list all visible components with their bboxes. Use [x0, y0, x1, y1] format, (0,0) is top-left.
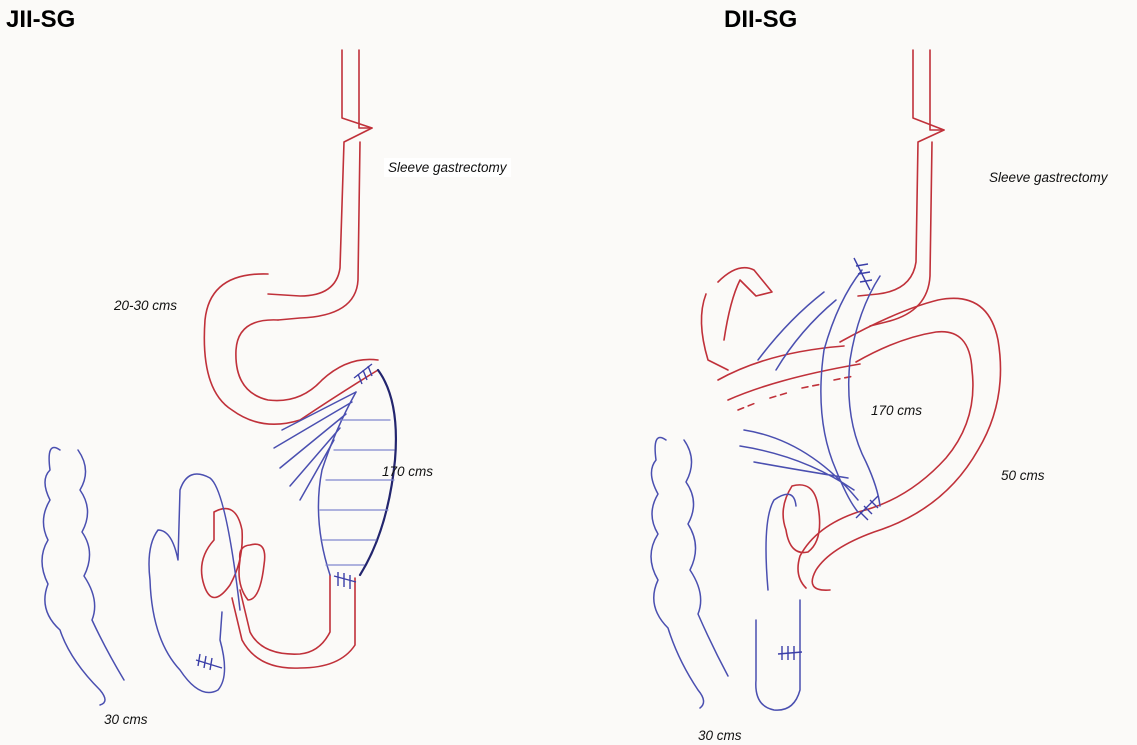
jii-duodenal-loop-inner	[236, 320, 378, 401]
jii-staple-line-common	[196, 654, 222, 670]
jii-staple-line-lower	[334, 572, 356, 589]
jii-jejunal-loops	[149, 474, 240, 693]
panel-title-dii-sg: DII-SG	[724, 6, 797, 34]
label-alimentary-limb-length: 50 cms	[1001, 468, 1045, 483]
dii-mesentery-fan	[740, 430, 858, 500]
dii-crossing-limb	[718, 346, 860, 400]
dii-bp-limb-outer	[821, 270, 862, 512]
dii-sg-drawing	[568, 0, 1136, 745]
dii-crossing-dashed	[738, 376, 854, 410]
jii-anastomosis-bulge	[239, 544, 265, 600]
jii-lower-limb-outer	[240, 575, 330, 654]
dii-staple-line-upper	[854, 258, 872, 290]
dii-staple-line-common	[778, 646, 802, 660]
dii-colon-inner	[684, 440, 728, 676]
jii-colon-outline	[42, 448, 105, 706]
dii-duodenal-cut	[718, 268, 772, 340]
panel-title-jii-sg: JII-SG	[6, 6, 75, 34]
panel-dii-sg: DII-SG Sleeve gastrectomy 170 cms 50 cms…	[568, 0, 1136, 745]
panel-jii-sg: JII-SG Sleeve gastrectomy 20-30 cms 170 …	[0, 0, 568, 745]
label-first-limb-length: 20-30 cms	[114, 298, 177, 313]
dii-colon-outline	[651, 438, 704, 709]
dii-jejunal-loops	[756, 494, 800, 710]
dii-duodenal-cut-inner	[701, 294, 728, 370]
jii-colon-inner	[78, 450, 124, 680]
label-sleeve-gastrectomy-left: Sleeve gastrectomy	[384, 158, 511, 177]
jii-sleeve-outer-wall	[268, 50, 372, 296]
label-sleeve-gastrectomy-right: Sleeve gastrectomy	[989, 170, 1108, 185]
label-common-channel-left: 30 cms	[104, 712, 148, 727]
label-bp-limb-length-right: 170 cms	[871, 403, 922, 418]
dii-staple-line-lower	[856, 496, 878, 520]
jii-mesentery-shading	[320, 420, 394, 565]
jii-mesentery-fan	[274, 392, 356, 500]
label-bp-limb-length-left: 170 cms	[382, 464, 433, 479]
jii-staple-line-upper	[354, 364, 372, 384]
jii-sleeve-inner-wall	[278, 50, 372, 320]
jii-sg-drawing	[0, 0, 568, 745]
dii-bp-limb-inner	[849, 276, 880, 506]
label-common-channel-right: 30 cms	[698, 728, 742, 743]
dii-sleeve-inner-wall	[870, 50, 944, 326]
dii-alimentary-loop-outer	[812, 298, 1000, 590]
